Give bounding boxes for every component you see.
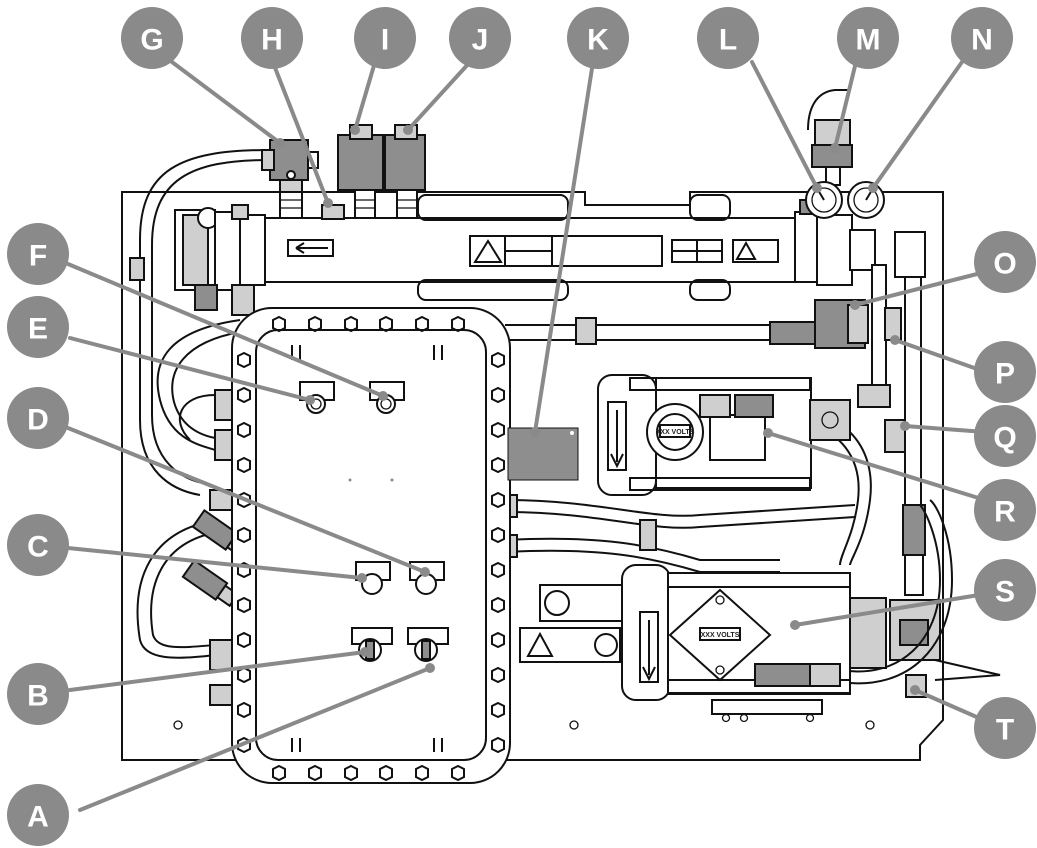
callout-t-label: T [996,714,1014,747]
callout-m: M [837,7,899,69]
callout-g-label: G [140,24,163,57]
callout-b: B [7,663,69,725]
callout-i-label: I [381,24,389,57]
callout-c: C [7,514,69,576]
motor-r-voltage-label: XXX VOLTS [656,429,695,436]
callout-e: E [7,296,69,358]
callout-e-label: E [28,313,48,346]
indicator-c [355,561,391,595]
fitting-h [321,204,345,220]
callout-o: O [974,231,1036,293]
callout-p: P [974,341,1036,403]
callout-q: Q [974,405,1036,467]
callout-n-label: N [971,24,993,57]
callout-q-label: Q [993,422,1016,455]
pressure-switch-m [807,89,853,186]
callout-d-label: D [27,404,49,437]
callout-h: H [241,7,303,69]
gauge-n [847,181,885,219]
callout-s: S [974,559,1036,621]
callout-r: R [974,479,1036,541]
motor-s-voltage-label: XXX VOLTS [701,632,740,639]
nameplate-k [507,427,579,481]
callout-d: D [7,387,69,449]
callout-m-label: M [856,24,881,57]
callout-j: J [449,7,511,69]
callout-a-label: A [27,801,49,834]
callout-k-label: K [587,24,609,57]
callout-i: I [354,7,416,69]
solenoid-i [337,124,384,219]
motor-s: XXX VOLTS [519,564,887,723]
callout-f-label: F [29,240,47,273]
selector-switch-a [407,627,449,662]
callout-b-label: B [27,680,49,713]
callout-r-label: R [994,496,1016,529]
enclosure [231,307,511,784]
callout-f: F [7,223,69,285]
callout-t: T [974,697,1036,759]
callout-j-label: J [472,24,489,57]
callout-l-label: L [719,24,737,57]
callout-o-label: O [993,248,1016,281]
callout-c-label: C [27,531,49,564]
callout-a: A [7,784,69,846]
callout-h-label: H [261,24,283,57]
callout-p-label: P [995,358,1015,391]
gauge-l [805,181,843,219]
valve-g [261,139,319,219]
callout-k: K [567,7,629,69]
motor-r: XXX VOLTS [597,374,851,496]
callout-l: L [697,7,759,69]
leader-lines [66,58,990,812]
solenoid-j [384,124,426,219]
callout-g: G [121,7,183,69]
manifold-tube [174,194,853,316]
callout-n: N [951,7,1013,69]
callout-s-label: S [995,576,1015,609]
